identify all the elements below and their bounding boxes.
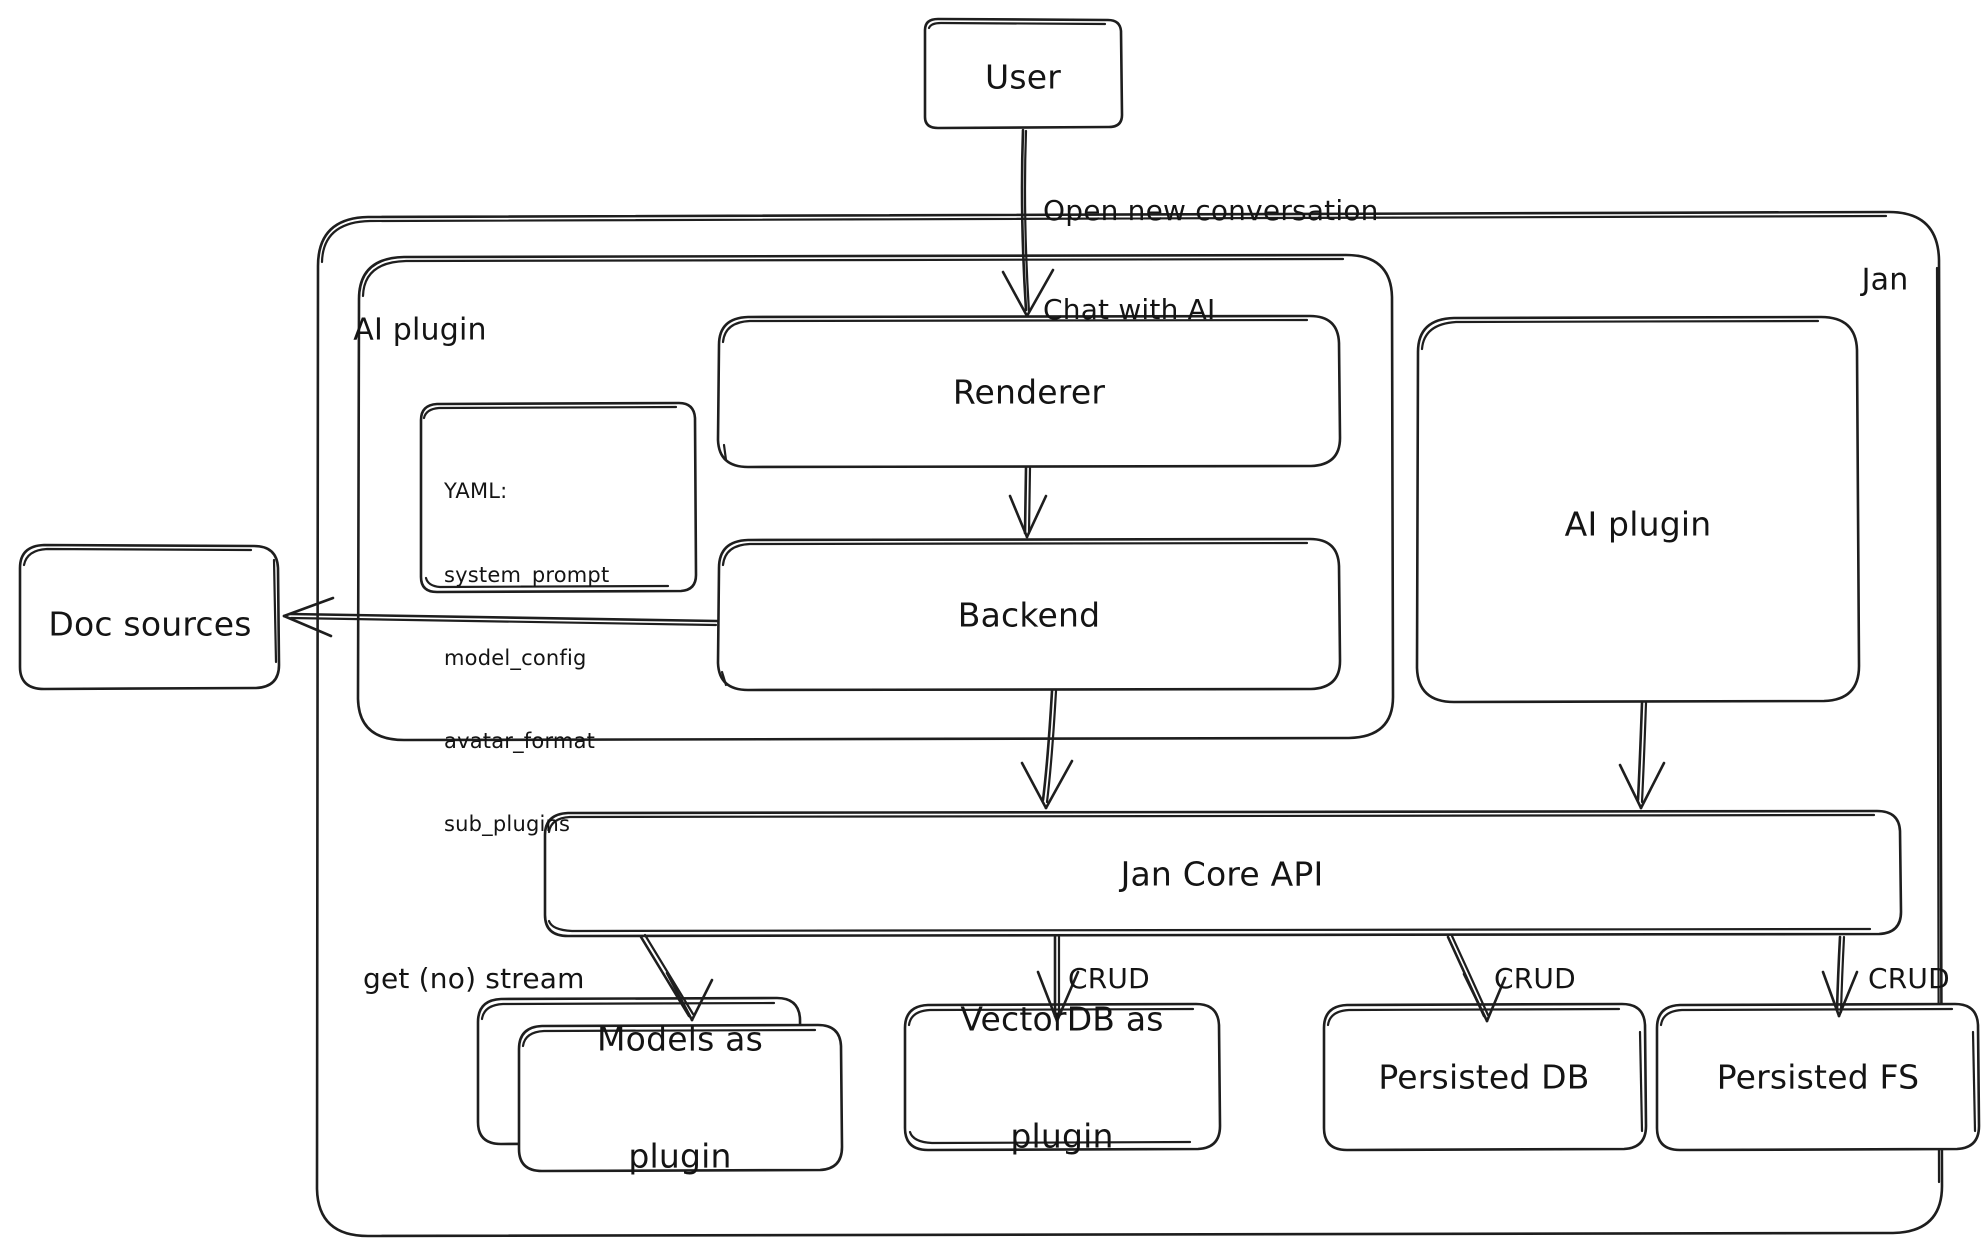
node-ai-plugin-right-shape: [1415, 315, 1861, 704]
node-vectordb-plugin-shape: [903, 1002, 1222, 1152]
edge-backend-to-doc-sources: [282, 596, 719, 638]
edge-jan-core-api-to-persisted-db: [1446, 934, 1507, 1023]
node-models-plugin-shape: [476, 996, 844, 1173]
edge-jan-core-api-to-models: [639, 933, 714, 1022]
node-jan-core-api-shape: [543, 809, 1903, 938]
edge-ai-plugin-to-jan-core-api: [1618, 701, 1666, 810]
edge-jan-core-api-to-vectordb: [1036, 935, 1080, 1023]
node-backend-shape: [716, 537, 1342, 692]
node-yaml-shape: [419, 401, 698, 594]
node-doc-sources-shape: [18, 543, 281, 691]
edge-user-to-renderer: [1001, 128, 1055, 318]
edge-backend-to-jan-core-api: [1020, 689, 1074, 810]
node-renderer-shape: [716, 314, 1342, 469]
edge-jan-core-api-to-persisted-fs: [1821, 935, 1859, 1018]
node-persisted-db-shape: [1322, 1002, 1648, 1152]
node-persisted-fs-shape: [1655, 1002, 1981, 1152]
node-user-shape: [923, 17, 1124, 130]
edge-renderer-to-backend: [1008, 466, 1048, 539]
